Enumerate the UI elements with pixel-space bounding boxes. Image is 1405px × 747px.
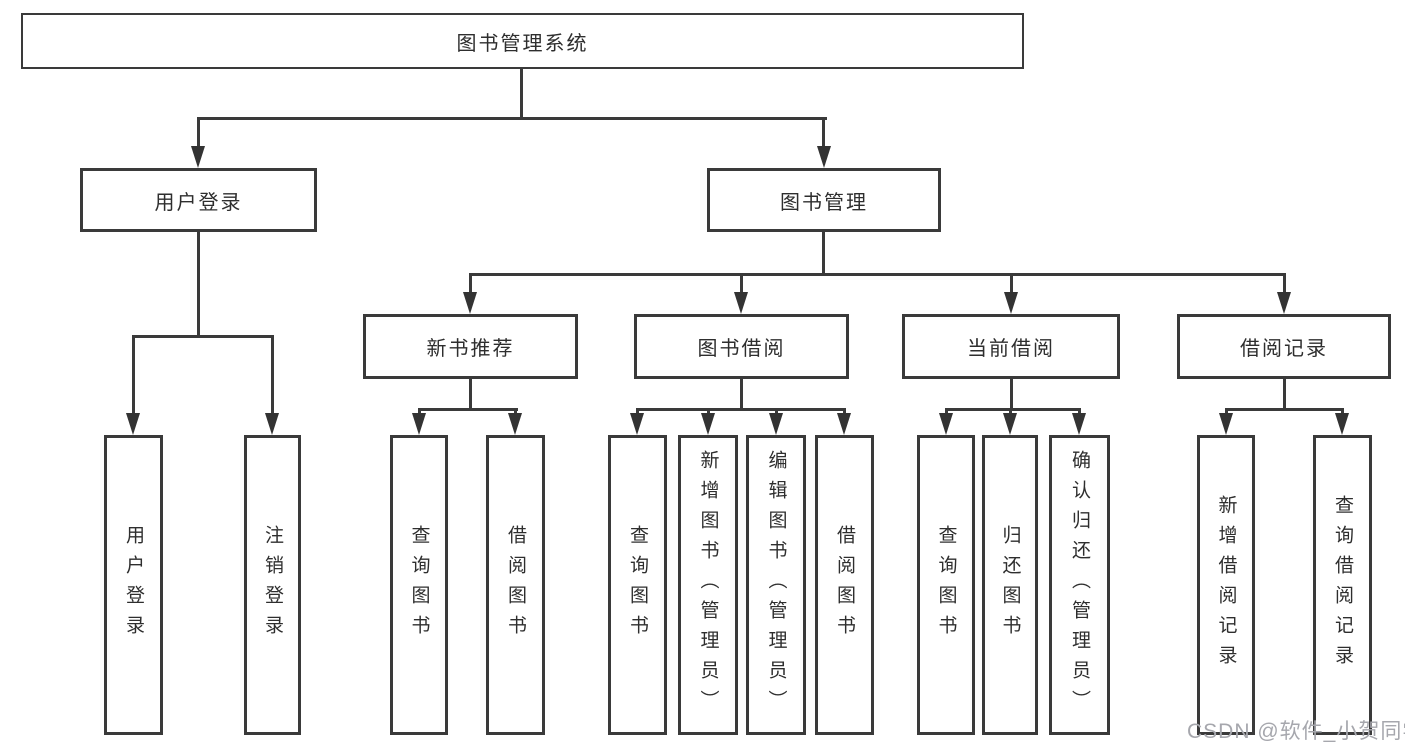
leaf-add-book-admin: 新增图书（管理员） [678, 435, 738, 735]
arrowhead-down-icon [701, 413, 715, 435]
connector-line [469, 379, 472, 411]
connector-line [197, 232, 200, 337]
leaf-query-books-current: 查询图书 [917, 435, 975, 735]
node-label: 用户登录 [154, 191, 243, 214]
arrowhead-down-icon [126, 413, 140, 435]
arrowhead-down-icon [191, 146, 205, 168]
connector-line [822, 117, 825, 149]
connector-line [740, 379, 743, 411]
node-new-book-recommend: 新书推荐 [363, 314, 578, 379]
connector-line [469, 273, 1286, 276]
node-user-login-branch: 用户登录 [80, 168, 317, 232]
node-label: 编辑图书（管理员） [765, 450, 787, 720]
leaf-add-borrow-record: 新增借阅记录 [1197, 435, 1255, 735]
connector-line [469, 273, 472, 293]
arrowhead-down-icon [817, 146, 831, 168]
connector-line [740, 273, 743, 293]
node-book-management-branch: 图书管理 [707, 168, 941, 232]
connector-line [1225, 408, 1228, 416]
arrowhead-down-icon [1335, 413, 1349, 435]
connector-line [1341, 408, 1344, 416]
connector-line [707, 408, 710, 416]
connector-line [1283, 273, 1286, 293]
leaf-return-books: 归还图书 [982, 435, 1038, 735]
arrowhead-down-icon [630, 413, 644, 435]
connector-line [271, 335, 274, 415]
node-label: 查询图书 [627, 525, 648, 645]
node-library-management-system: 图书管理系统 [21, 13, 1024, 69]
connector-line [418, 408, 518, 411]
connector-line [197, 117, 200, 149]
arrowhead-down-icon [1003, 413, 1017, 435]
node-label: 借阅记录 [1240, 338, 1328, 360]
connector-line [775, 408, 778, 416]
connector-line [197, 117, 827, 120]
connector-line [636, 408, 846, 411]
leaf-query-books-borrow: 查询图书 [608, 435, 667, 735]
connector-line [822, 232, 825, 275]
connector-line [418, 408, 421, 416]
arrowhead-down-icon [939, 413, 953, 435]
connector-line [514, 408, 517, 416]
node-label: 归还图书 [999, 525, 1021, 645]
node-book-borrowing: 图书借阅 [634, 314, 849, 379]
connector-line [843, 408, 846, 416]
connector-line [945, 408, 948, 416]
connector-line [1078, 408, 1081, 416]
leaf-borrow-books-recommend: 借阅图书 [486, 435, 545, 735]
node-label: 借阅图书 [834, 525, 855, 645]
arrowhead-down-icon [1219, 413, 1233, 435]
node-current-borrowing: 当前借阅 [902, 314, 1120, 379]
watermark: CSDN @软件_小贺同学 [1187, 720, 1405, 743]
arrowhead-down-icon [1072, 413, 1086, 435]
leaf-user-login: 用户登录 [104, 435, 163, 735]
arrowhead-down-icon [837, 413, 851, 435]
leaf-edit-book-admin: 编辑图书（管理员） [746, 435, 806, 735]
arrowhead-down-icon [1277, 292, 1291, 314]
leaf-logout: 注销登录 [244, 435, 301, 735]
node-label: 新书推荐 [426, 338, 515, 360]
connector-line [1009, 408, 1012, 416]
node-label: 新增图书（管理员） [697, 450, 719, 720]
arrowhead-down-icon [463, 292, 477, 314]
connector-line [520, 69, 523, 119]
arrowhead-down-icon [734, 292, 748, 314]
node-label: 确认归还（管理员） [1069, 450, 1090, 720]
node-label: 用户登录 [123, 525, 144, 645]
arrowhead-down-icon [1004, 292, 1018, 314]
connector-line [636, 408, 639, 416]
node-label: 注销登录 [262, 525, 283, 645]
node-label: 图书管理系统 [456, 32, 589, 55]
node-label: 图书管理 [780, 191, 868, 214]
connector-line [1225, 408, 1344, 411]
arrowhead-down-icon [508, 413, 522, 435]
arrowhead-down-icon [769, 413, 783, 435]
leaf-query-books-recommend: 查询图书 [390, 435, 448, 735]
node-label: 当前借阅 [967, 338, 1055, 360]
arrowhead-down-icon [265, 413, 279, 435]
node-label: 新增借阅记录 [1215, 495, 1237, 675]
leaf-query-borrow-record: 查询借阅记录 [1313, 435, 1372, 735]
node-label: 图书借阅 [697, 338, 786, 360]
connector-line [1283, 379, 1286, 411]
node-label: 借阅图书 [505, 525, 526, 645]
connector-line [1010, 379, 1013, 411]
leaf-confirm-return-admin: 确认归还（管理员） [1049, 435, 1110, 735]
node-label: 查询图书 [935, 525, 957, 645]
node-label: 查询借阅记录 [1332, 495, 1353, 675]
connector-line [132, 335, 274, 338]
connector-line [945, 408, 1081, 411]
connector-line [132, 335, 135, 415]
arrowhead-down-icon [412, 413, 426, 435]
node-label: 查询图书 [408, 525, 430, 645]
node-borrowing-records: 借阅记录 [1177, 314, 1391, 379]
leaf-borrow-books: 借阅图书 [815, 435, 874, 735]
connector-line [1010, 273, 1013, 293]
